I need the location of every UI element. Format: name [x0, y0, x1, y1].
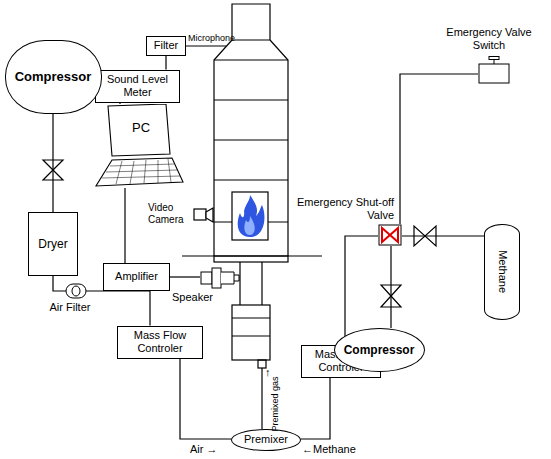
- shutoff-valve-symbol: [378, 224, 402, 246]
- speaker: Speaker: [166, 264, 240, 306]
- speaker-symbol: [200, 266, 240, 290]
- feed-pipe: [240, 262, 262, 305]
- valve-switch-symbol: [478, 56, 510, 84]
- node-caption: Air Filter: [40, 301, 100, 314]
- connector-path: [165, 56, 166, 70]
- node-text: Mass Flow Controler: [118, 329, 202, 355]
- connector-path: [402, 235, 484, 236]
- flame: [238, 195, 265, 237]
- meter-box: Sound Level Meter: [95, 70, 180, 103]
- connector-line: [120, 103, 121, 105]
- connector-line: [301, 378, 330, 440]
- amplifier-box: Amplifier: [103, 263, 170, 291]
- node-label: Compressor: [344, 343, 415, 357]
- node-text: Premixer: [244, 433, 288, 446]
- compressor-shape: Compressor: [334, 328, 425, 372]
- connector-path: [390, 246, 391, 328]
- premixed-gas-line: [261, 368, 262, 429]
- connector-line: [400, 74, 478, 224]
- node-text: PC: [132, 120, 150, 136]
- connector-line: [402, 236, 484, 237]
- connector-line: [166, 56, 167, 70]
- connector-line: [125, 188, 126, 263]
- dryer-box: Dryer: [28, 212, 78, 276]
- annotation-label: Air →: [190, 443, 218, 456]
- node-text: Sound Level Meter: [96, 73, 179, 99]
- annotation-label: ↑: [265, 366, 271, 379]
- connector-line: [391, 246, 392, 328]
- connector-path: [180, 359, 231, 440]
- node-text: Compressor: [344, 343, 415, 357]
- node-text: Methane: [481, 265, 524, 278]
- mass-flow-controller: Mass Flow Controler: [117, 326, 203, 359]
- node-text: Filter: [154, 39, 178, 52]
- connector-path: [124, 188, 125, 263]
- node-label: Compressor: [15, 69, 92, 85]
- air-filter: Air Filter: [40, 282, 100, 316]
- flame-core: [244, 216, 254, 235]
- node-label: Sound Level Meter: [96, 73, 179, 99]
- node-label: Amplifier: [115, 270, 158, 283]
- connector-line: [180, 359, 231, 440]
- connector-line: [90, 291, 150, 326]
- annotation-label: Microphone: [188, 33, 235, 44]
- nozzle: [258, 360, 266, 368]
- annotation-label: Premixed gas: [269, 369, 281, 439]
- connector-path: [170, 276, 200, 277]
- connector-path: [52, 114, 53, 212]
- burner-sections: [232, 318, 270, 336]
- node-label: Emergency Valve Switch: [444, 26, 534, 52]
- connector-line: [170, 277, 200, 278]
- connector-path: [53, 276, 62, 291]
- node-text: Compressor: [15, 69, 92, 85]
- premixer-ellipse: Premixer: [231, 429, 301, 451]
- valve-switch: Emergency Valve Switch: [444, 26, 534, 86]
- node-label: Speaker: [172, 291, 222, 304]
- burner-body: [232, 305, 270, 360]
- connector-line: [53, 114, 54, 212]
- camera-lens: [206, 208, 213, 222]
- node-label: Emergency Shut-off Valve: [294, 196, 394, 222]
- filter-box: Filter: [146, 36, 186, 56]
- connector-path: [301, 378, 330, 440]
- node-label: Filter: [154, 39, 178, 52]
- camera-body: [194, 209, 206, 220]
- node-label: Dryer: [38, 237, 67, 251]
- node-label: Methane: [495, 251, 508, 294]
- node-caption: Speaker: [172, 291, 222, 304]
- node-caption: Emergency Valve Switch: [444, 26, 534, 52]
- connector-path: [400, 74, 478, 224]
- chimney: [232, 4, 270, 40]
- flame-window: [232, 192, 268, 240]
- connector-path: [90, 291, 150, 326]
- compressor-shape: Compressor: [5, 40, 102, 114]
- annotation-label: Video Camera: [148, 202, 192, 226]
- node-label: Air Filter: [40, 301, 100, 314]
- node-label: Mass Flow Controler: [118, 329, 202, 355]
- microphone-wire: [186, 45, 226, 46]
- node-text: Dryer: [38, 237, 67, 251]
- flange-plate: [214, 256, 288, 262]
- node-label: PC: [132, 120, 150, 136]
- connector-path: [119, 103, 120, 105]
- connector-line: [53, 276, 62, 291]
- combustion-tube: [214, 40, 288, 256]
- node-caption: Emergency Shut-off Valve: [294, 196, 394, 222]
- annotation-label: ←Methane: [302, 443, 356, 456]
- pc-laptop: PC: [94, 104, 184, 188]
- node-text: Amplifier: [115, 270, 158, 283]
- node-label: Premixer: [244, 433, 288, 446]
- shutoff-valve: Emergency Shut-off Valve: [294, 196, 404, 246]
- air-filter-symbol: [62, 283, 90, 299]
- methane-cylinder: Methane: [484, 224, 520, 320]
